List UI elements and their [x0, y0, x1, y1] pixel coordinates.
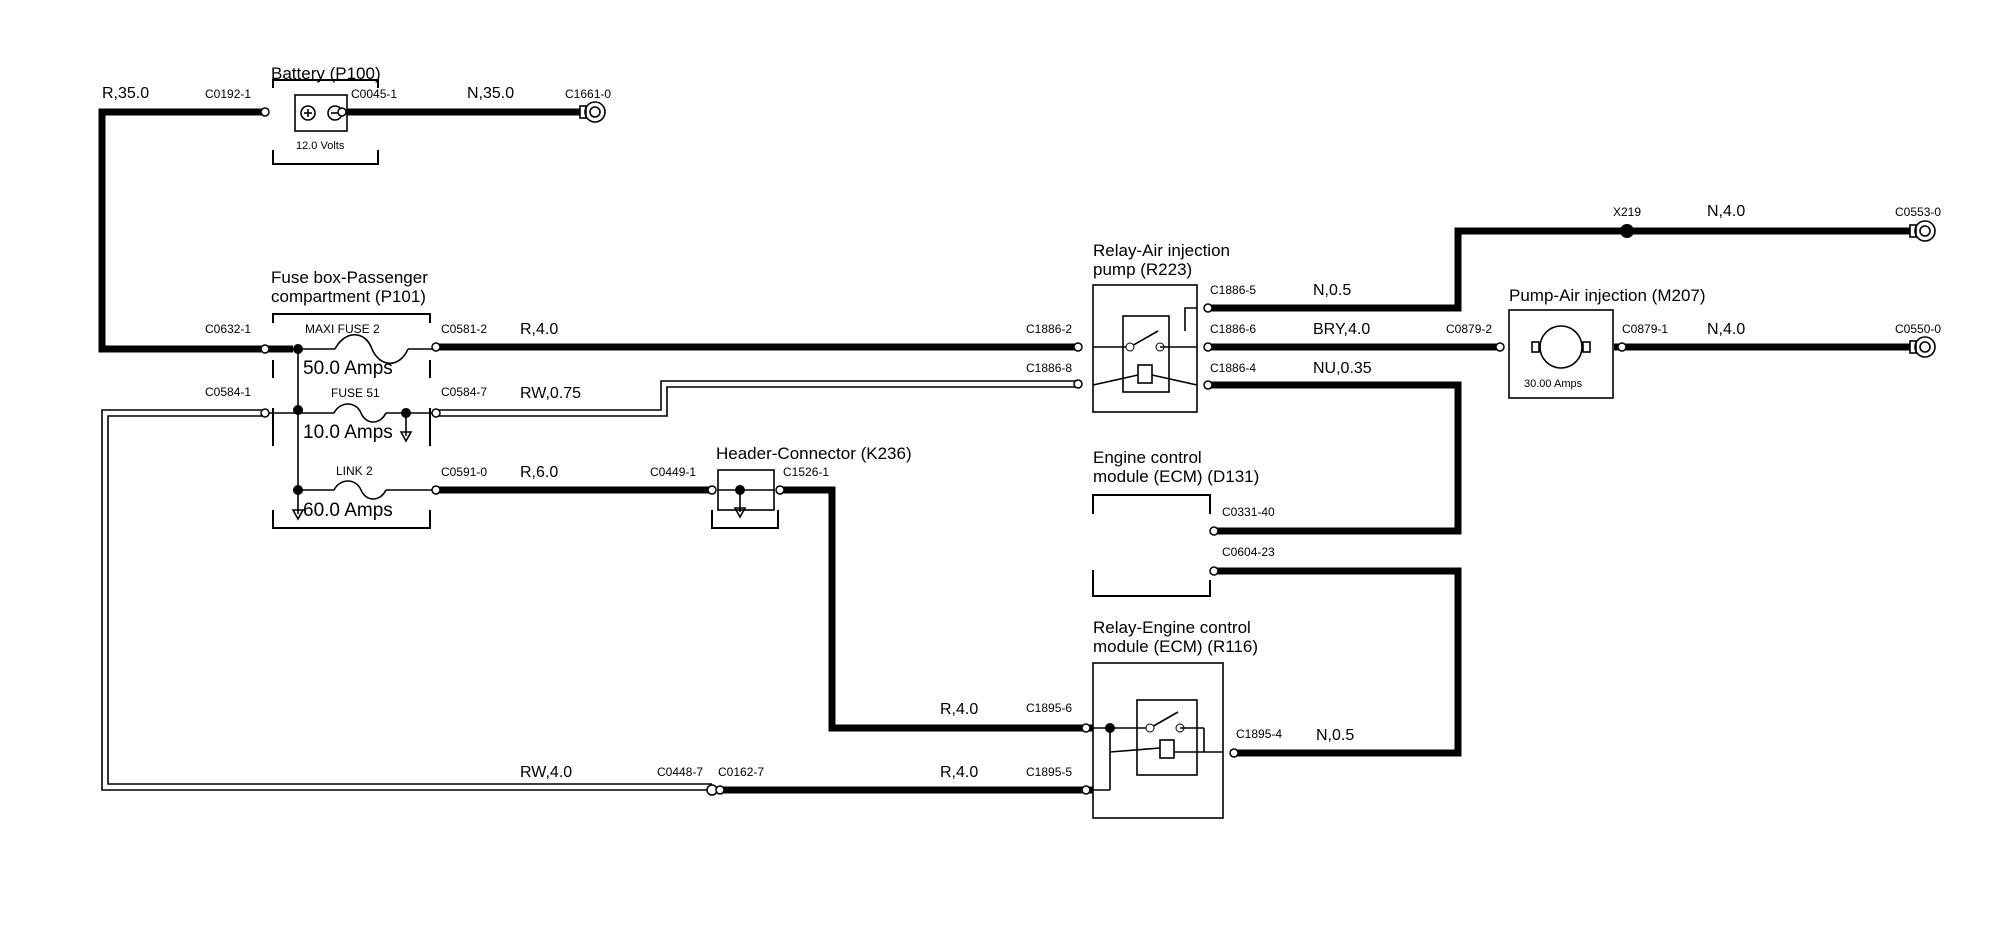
ecm-module: [1092, 494, 1211, 597]
pump-air-injection: [1508, 309, 1614, 399]
wire-label-nu035: NU,0.35: [1313, 360, 1372, 377]
conn-c0550: C0550-0: [1895, 322, 1941, 336]
fuse-box-title-2: compartment (P101): [271, 287, 426, 306]
link2-rating: 60.0 Amps: [303, 500, 393, 521]
wire-label-r6: R,6.0: [520, 464, 558, 481]
fuse51-rating: 10.0 Amps: [303, 422, 393, 443]
conn-c1895-5: C1895-5: [1026, 765, 1072, 779]
wire-label-r4-fuse: R,4.0: [520, 321, 558, 338]
relay-ecm: [1092, 662, 1224, 819]
conn-c1526: C1526-1: [783, 465, 829, 479]
battery-title: Battery (P100): [271, 64, 381, 83]
conn-c0581: C0581-2: [441, 322, 487, 336]
wire-header-to-relay-ecm: [780, 486, 1094, 732]
maxi-fuse-rating: 50.0 Amps: [303, 358, 393, 379]
ecm-title-2: module (ECM) (D131): [1093, 467, 1259, 486]
ecm-title-1: Engine control: [1093, 448, 1202, 467]
conn-c0604: C0604-23: [1222, 545, 1275, 559]
conn-c0045: C0045-1: [351, 87, 397, 101]
ground-c0553-icon: [1909, 220, 1936, 242]
wire-c0604: [1214, 567, 1462, 757]
wire-label-n05-top: N,0.5: [1313, 282, 1351, 299]
fuse51-name: FUSE 51: [331, 386, 380, 400]
wire-label-n4-pump: N,4.0: [1707, 321, 1745, 338]
conn-c0584-1: C0584-1: [205, 385, 251, 399]
wire-label-rw075: RW,0.75: [520, 385, 581, 402]
wire-rw4-inner: [107, 415, 712, 785]
header-connector: [711, 469, 779, 529]
conn-c0632: C0632-1: [205, 322, 251, 336]
relay-ecm-title-1: Relay-Engine control: [1093, 618, 1251, 637]
conn-c0879-2: C0879-2: [1446, 322, 1492, 336]
fuse-box: [264, 313, 434, 529]
relay-air-injection: [1092, 284, 1198, 413]
conn-c1886-4: C1886-4: [1210, 361, 1256, 375]
ground-c0550-icon: [1909, 336, 1936, 358]
conn-c0591: C0591-0: [441, 465, 487, 479]
conn-c0879-1: C0879-1: [1622, 322, 1668, 336]
pump-title: Pump-Air injection (M207): [1509, 286, 1706, 305]
wire-rw075-inner: [436, 386, 1078, 417]
relay-air-title-1: Relay-Air injection: [1093, 241, 1230, 260]
wire-nu035: [1208, 381, 1462, 535]
conn-c0448: C0448-7: [657, 765, 703, 779]
wire-label-rw4: RW,4.0: [520, 764, 572, 781]
connector-pins: [260, 107, 1627, 796]
wire-label-r4-hdr: R,4.0: [940, 701, 978, 718]
conn-c1886-5: C1886-5: [1210, 283, 1256, 297]
conn-c0449: C0449-1: [650, 465, 696, 479]
battery-rating: 12.0 Volts: [296, 140, 345, 152]
wire-n05-top: [1208, 227, 1912, 312]
relay-air-title-2: pump (R223): [1093, 260, 1192, 279]
fuse-box-title-1: Fuse box-Passenger: [271, 268, 428, 287]
conn-c0584-7: C0584-7: [441, 385, 487, 399]
conn-x219: X219: [1613, 205, 1641, 219]
conn-c1661: C1661-0: [565, 87, 611, 101]
conn-c0192: C0192-1: [205, 87, 251, 101]
relay-ecm-title-2: module (ECM) (R116): [1093, 637, 1258, 656]
conn-c1895-6: C1895-6: [1026, 701, 1072, 715]
pump-rating: 30.00 Amps: [1524, 378, 1583, 390]
ground-c1661-icon: [579, 101, 606, 123]
wire-label-n4-top: N,4.0: [1707, 203, 1745, 220]
conn-c0162: C0162-7: [718, 765, 764, 779]
conn-c0553: C0553-0: [1895, 205, 1941, 219]
wire-label-n05-ecm: N,0.5: [1316, 727, 1354, 744]
wire-label-r4-bot: R,4.0: [940, 764, 978, 781]
conn-c0331: C0331-40: [1222, 505, 1275, 519]
splice-x219: [1620, 224, 1634, 238]
wire-rw075: [436, 380, 1078, 411]
wire-label-n35: N,35.0: [467, 85, 514, 102]
wire-label-bry4: BRY,4.0: [1313, 321, 1370, 338]
maxi-fuse-name: MAXI FUSE 2: [305, 322, 380, 336]
wire-rw4: [101, 409, 712, 791]
wire-r35: [98, 108, 293, 353]
conn-c1886-8: C1886-8: [1026, 361, 1072, 375]
conn-c1886-6: C1886-6: [1210, 322, 1256, 336]
wire-label-r35: R,35.0: [102, 85, 149, 102]
header-connector-title: Header-Connector (K236): [716, 444, 912, 463]
conn-c1895-4: C1895-4: [1236, 727, 1282, 741]
conn-c1886-2: C1886-2: [1026, 322, 1072, 336]
link2-name: LINK 2: [336, 464, 373, 478]
